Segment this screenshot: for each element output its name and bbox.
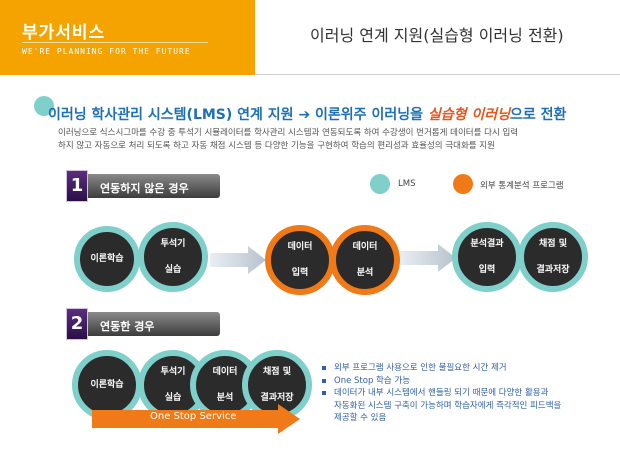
headline-part3: 으로 전환 — [510, 107, 567, 123]
legend-lms-swatch — [370, 174, 390, 194]
brand-panel — [0, 0, 255, 75]
benefit-list: 외부 프로그램 사용으로 인한 불필요한 시간 제거 One Stop 학습 가… — [320, 362, 561, 425]
step2-theory-learning: 이론학습 — [72, 350, 142, 420]
headline-dot-icon — [34, 96, 54, 116]
benefit-item-2: One Stop 학습 가능 — [320, 375, 561, 388]
benefit-item-3-cont-2: 제공할 수 있음 — [334, 413, 387, 423]
description-line-1: 이러닝으로 식스시그마를 수강 중 투석기 시뮬레이터를 학사관리 시스템과 연… — [58, 128, 519, 138]
page-title: 이러닝 연계 지원(실습형 이러닝 전환) — [310, 26, 564, 45]
section2-label: 연동한 경우 — [100, 320, 155, 333]
headline-part1: 이러닝 학사관리 시스템(LMS) 연계 지원 — [48, 107, 294, 123]
section2-number-badge: 2 — [66, 308, 88, 340]
description: 이러닝으로 식스시그마를 수강 중 투석기 시뮬레이터를 학사관리 시스템과 연… — [58, 127, 578, 153]
headline-arrow-icon: ➔ — [298, 107, 311, 123]
header-divider — [255, 74, 620, 75]
section1-label: 연동하지 않은 경우 — [100, 182, 189, 195]
section1-number-badge: 1 — [66, 170, 88, 202]
benefit-item-3-cont-1: 자동화된 시스템 구축이 가능하며 학습자에게 즉각적인 피드백을 — [334, 400, 562, 411]
description-line-2: 하지 않고 자동으로 처리 되도록 하고 자동 채점 시스템 등 다양한 기능을… — [58, 141, 495, 151]
legend-external-label: 외부 통계분석 프로그램 — [480, 181, 564, 191]
headline-highlight: 실습형 이러닝 — [427, 107, 510, 123]
one-stop-arrow-icon — [92, 404, 300, 434]
brand-divider — [22, 42, 208, 43]
one-stop-banner: One Stop Service — [150, 411, 237, 422]
benefit-item-3: 데이터가 내부 시스템에서 핸들링 되기 때문에 다양한 활용과 — [320, 387, 561, 400]
legend-external-swatch — [453, 174, 473, 194]
benefit-item-1: 외부 프로그램 사용으로 인한 불필요한 시간 제거 — [320, 362, 561, 375]
section2-bar — [68, 312, 220, 336]
legend-lms-label: LMS — [398, 179, 416, 189]
step-theory-learning: 이론학습 — [74, 226, 140, 292]
flow-arrow-2-icon — [400, 244, 456, 272]
headline: 이러닝 학사관리 시스템(LMS) 연계 지원 ➔ 이론위주 이러닝을 실습형 … — [48, 104, 566, 124]
flow-arrow-1-icon — [210, 246, 266, 274]
brand-title: 부가서비스 — [22, 23, 106, 43]
brand-tagline: WE'RE PLANNING FOR THE FUTURE — [22, 47, 191, 56]
section1-bar — [68, 174, 220, 198]
headline-part2: 이론위주 이러닝을 — [315, 107, 423, 123]
